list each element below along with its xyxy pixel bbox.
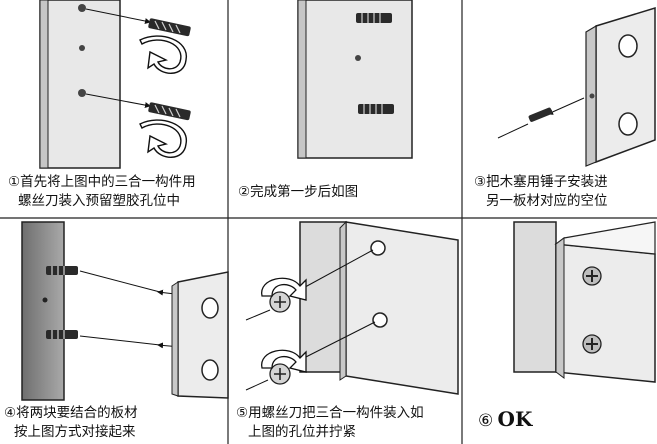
step-2-number: ②	[238, 184, 251, 200]
step-3-number: ③	[474, 174, 487, 190]
cam-bolt-bottom	[148, 102, 191, 121]
step-2-caption: ②完成第一步后如图	[238, 183, 358, 202]
panel-3-illustration	[497, 6, 656, 167]
step-1-line-2: 螺丝刀装入预留塑胶孔位中	[18, 193, 180, 209]
step-6-caption: ⑥ OK	[478, 407, 533, 432]
screw-head-bottom	[582, 334, 602, 354]
step-1-caption: ①首先将上图中的三合一构件用 螺丝刀装入预留塑胶孔位中	[8, 173, 196, 211]
rotate-arrow-5b	[261, 349, 307, 373]
step-3-line-1: 把木塞用锤子安装进	[486, 174, 608, 190]
step-1-line-1: 首先将上图中的三合一构件用	[20, 174, 196, 190]
panel4-bolt-top	[46, 266, 78, 275]
step-4-line-2: 按上图方式对接起来	[14, 424, 136, 440]
panel-1-illustration	[39, 0, 191, 169]
step-3-caption: ③把木塞用锤子安装进 另一板材对应的空位	[474, 173, 608, 211]
rotate-arrow-bottom	[139, 119, 187, 158]
step-5-number: ⑤	[236, 405, 249, 421]
step-6-ok-label: OK	[497, 407, 533, 431]
step-4-number: ④	[4, 405, 17, 421]
panel-4-illustration	[21, 221, 229, 401]
wood-dowel	[528, 107, 553, 122]
cam-lock-top	[269, 291, 291, 313]
panel-5-illustration	[245, 220, 459, 395]
step-2-line-1: 完成第一步后如图	[250, 184, 359, 200]
step-1-number: ①	[8, 174, 21, 190]
panel-6-illustration	[513, 221, 656, 383]
step-4-line-1: 将两块要结合的板材	[16, 405, 138, 421]
step-4-caption: ④将两块要结合的板材 按上图方式对接起来	[4, 404, 138, 442]
step-5-line-2: 上图的孔位并拧紧	[248, 424, 356, 440]
rotate-arrow-5a	[261, 277, 307, 301]
cam-lock-bottom	[269, 363, 291, 385]
step-5-line-1: 用螺丝刀把三合一构件装入如	[248, 405, 424, 421]
rotate-arrow-top	[139, 35, 187, 74]
panel4-bolt-bottom	[46, 330, 78, 339]
installed-bolt-bottom	[358, 104, 394, 114]
cam-bolt-top	[148, 18, 191, 37]
installed-bolt-top	[356, 13, 392, 23]
step-3-line-2: 另一板材对应的空位	[486, 193, 608, 209]
screw-head-top	[582, 266, 602, 286]
step-6-number: ⑥	[478, 411, 494, 431]
panel-2-illustration	[297, 0, 413, 159]
step-5-caption: ⑤用螺丝刀把三合一构件装入如 上图的孔位并拧紧	[236, 404, 424, 442]
